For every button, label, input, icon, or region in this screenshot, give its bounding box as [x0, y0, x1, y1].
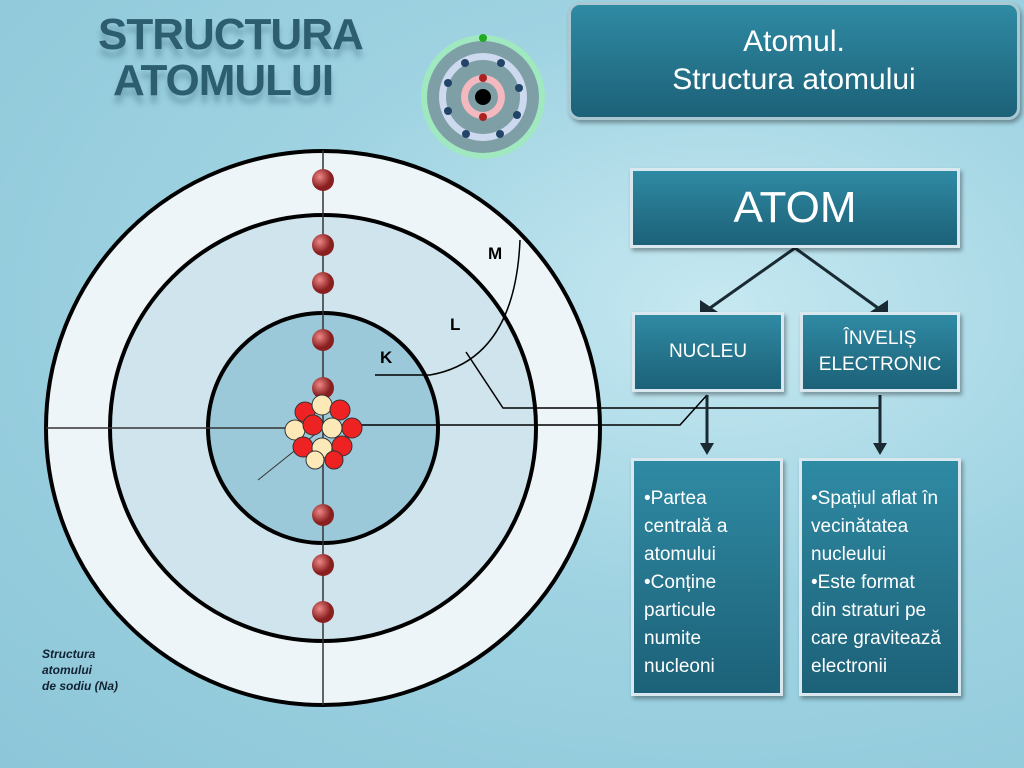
- header-box: Atomul. Structura atomului: [568, 2, 1020, 120]
- desc-line: vecinătatea: [811, 516, 909, 537]
- caption-line: atomului: [42, 663, 92, 677]
- desc-line: •Este format: [811, 572, 915, 593]
- nucleu-description: •Partea centrală a atomului •Conține particu…: [631, 458, 783, 696]
- desc-line: particule: [644, 600, 716, 621]
- invelis-line1: ÎNVELIȘ: [843, 328, 917, 349]
- invelis-line2: ELECTRONIC: [818, 354, 942, 375]
- caption-line: Structura: [42, 647, 96, 661]
- diagram-caption: Structura atomului de sodiu (Na): [42, 646, 118, 694]
- desc-line: nucleoni: [644, 656, 715, 677]
- label-l: L: [450, 315, 460, 334]
- nucleus: [284, 394, 363, 470]
- desc-line: atomului: [644, 544, 716, 565]
- label-k: K: [380, 348, 393, 367]
- invelis-description: •Spațiul aflat în vecinătatea nucleului •Es…: [799, 458, 961, 696]
- title-line2: ATOMULUI: [112, 56, 334, 105]
- nucleu-box: NUCLEU: [632, 312, 784, 392]
- desc-line: centrală a: [644, 516, 728, 537]
- header-line1: Atomul.: [743, 25, 845, 58]
- invelis-box: ÎNVELIȘ ELECTRONIC: [800, 312, 960, 392]
- caption-line: de sodiu (Na): [42, 679, 119, 693]
- desc-line: •Partea: [644, 488, 707, 509]
- small-atom-icon: [421, 34, 545, 159]
- atom-box: ATOM: [630, 168, 960, 248]
- header-line2: Structura atomului: [672, 63, 916, 96]
- desc-line: electronii: [811, 656, 888, 677]
- desc-line: numite: [644, 628, 702, 649]
- desc-line: •Spațiul aflat în: [811, 488, 939, 509]
- title-line1: STRUCTURA: [98, 10, 364, 59]
- label-m: M: [488, 244, 502, 263]
- desc-line: nucleului: [811, 544, 886, 565]
- desc-line: •Conține: [644, 572, 717, 593]
- electrons: [312, 169, 334, 623]
- desc-line: din straturi pe: [811, 600, 927, 621]
- desc-line: care gravitează: [811, 628, 941, 649]
